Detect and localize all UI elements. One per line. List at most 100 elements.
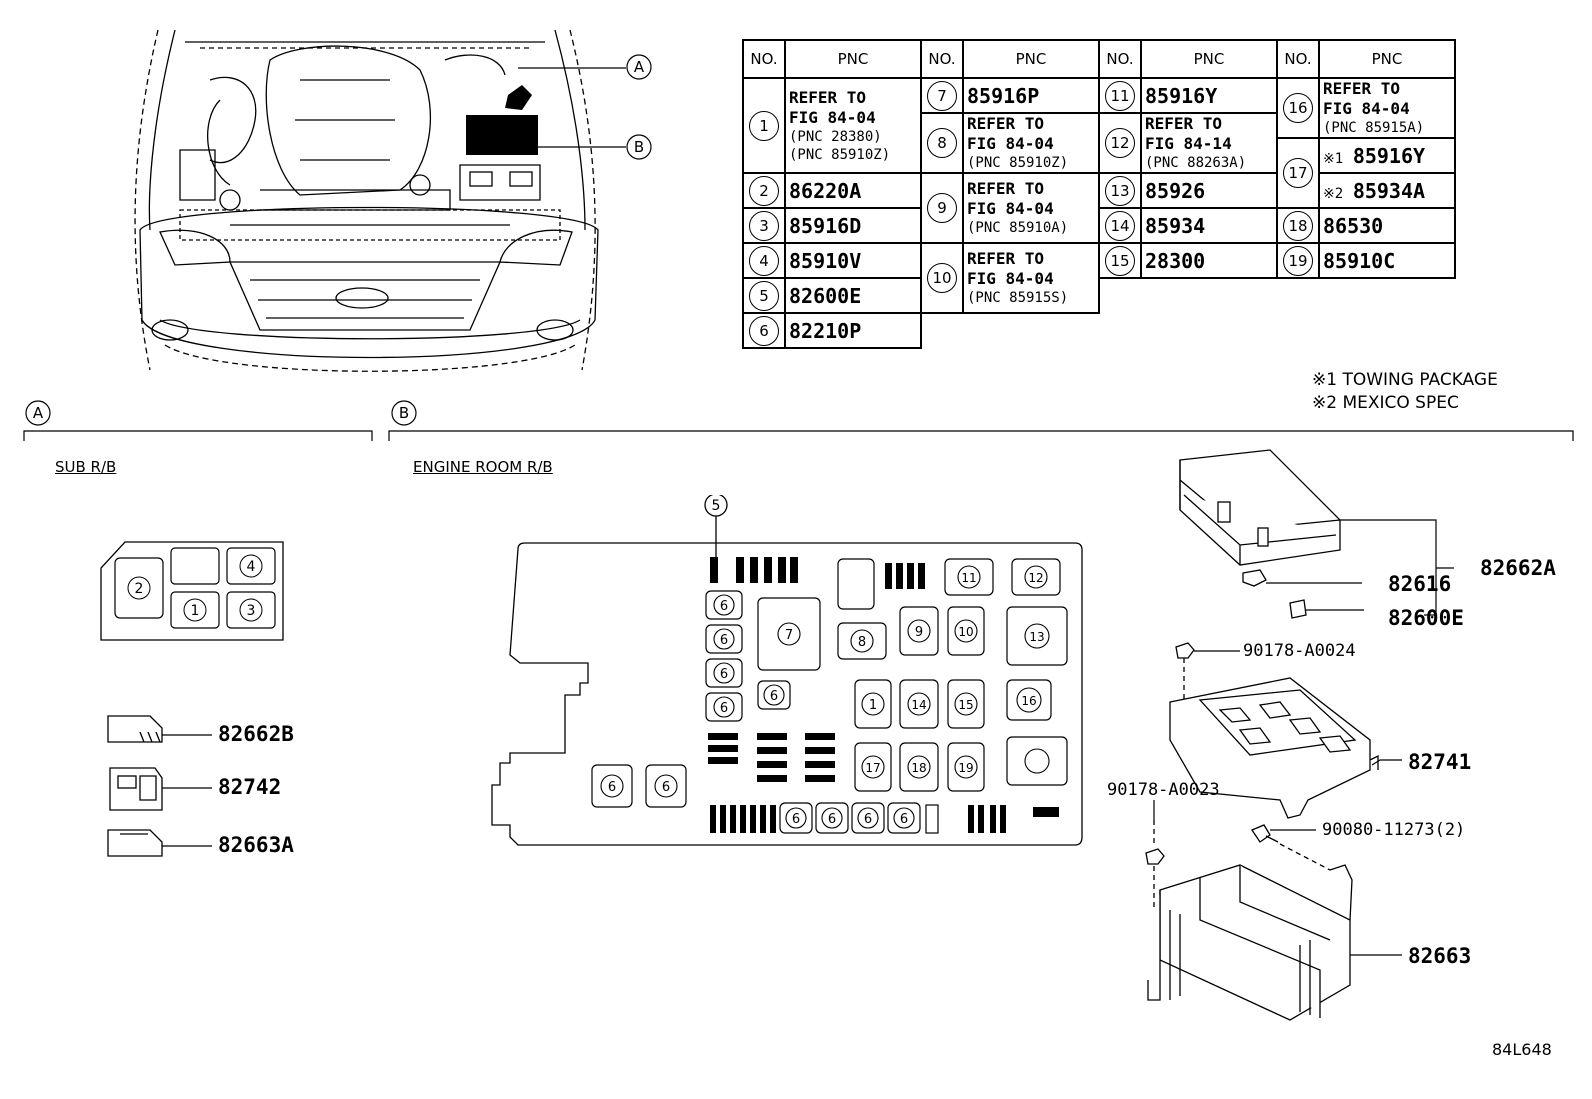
pnc-cell: REFER TO FIG 84-14 (PNC 88263A) xyxy=(1140,112,1278,174)
callout-b-circle xyxy=(626,134,652,160)
engine-fuse: 12 xyxy=(1028,571,1043,585)
pnc-cell: 86220A xyxy=(784,172,922,209)
engine-fuse: 7 xyxy=(785,628,793,643)
table-row: 1 xyxy=(742,77,786,174)
engine-fuse: 6 xyxy=(828,812,836,827)
table-row: 16 xyxy=(1276,77,1320,139)
callout-b-label: B xyxy=(634,138,644,156)
sub-rb-fuse: 4 xyxy=(247,559,256,575)
section-b-label: B xyxy=(399,404,409,422)
pnc-cell: 82210P xyxy=(784,312,922,349)
engine-fuse: 1 xyxy=(869,698,877,713)
table-row: 17 xyxy=(1276,137,1320,209)
pnc-cell: REFER TO FIG 84-04 (PNC 28380) (PNC 8591… xyxy=(784,77,922,174)
engine-fuse: 14 xyxy=(911,698,926,712)
table-row: 5 xyxy=(742,277,786,314)
figure-id: 84L648 xyxy=(1492,1040,1552,1059)
part-82742: 82742 xyxy=(218,775,282,799)
pnc-cell: REFER TO FIG 84-04 (PNC 85915A) xyxy=(1318,77,1456,139)
section-brackets: A B xyxy=(23,400,1574,441)
engine-fuse: 6 xyxy=(864,812,872,827)
engine-fuse: 11 xyxy=(961,571,976,585)
table-row: 9 xyxy=(920,172,964,244)
part-82616: 82616 xyxy=(1388,572,1452,596)
engine-fuse: 15 xyxy=(958,698,973,712)
part-90080-11273: 90080-11273(2) xyxy=(1322,820,1466,840)
engine-fuse: 19 xyxy=(958,761,973,775)
pnc-cell: 85910V xyxy=(784,242,922,279)
part-82662A: 82662A xyxy=(1480,556,1556,580)
engine-rb-diagram: 5 xyxy=(491,495,1083,846)
header-no: NO. xyxy=(742,39,786,79)
header-pnc: PNC xyxy=(1318,39,1456,79)
pnc-cell: 85916P xyxy=(962,77,1100,114)
pnc-cell: REFER TO FIG 84-04 (PNC 85910A) xyxy=(962,172,1100,244)
table-row: 10 xyxy=(920,242,964,314)
part-82663A: 82663A xyxy=(218,833,294,857)
exploded-parts-illustration xyxy=(1145,449,1454,1021)
engine-bay-illustration: A B xyxy=(134,29,652,372)
engine-fuse: 17 xyxy=(865,761,880,775)
table-row: 12 xyxy=(1098,112,1142,174)
table-row: 19 xyxy=(1276,242,1320,279)
table-row: 13 xyxy=(1098,172,1142,209)
table-row: 7 xyxy=(920,77,964,114)
engine-fuse: 13 xyxy=(1029,630,1044,644)
engine-fuse: 18 xyxy=(911,761,926,775)
engine-fuse: 16 xyxy=(1021,694,1036,708)
header-pnc: PNC xyxy=(962,39,1100,79)
sub-rb-fuse: 1 xyxy=(191,603,200,619)
header-no: NO. xyxy=(1276,39,1320,79)
engine-fuse: 6 xyxy=(720,701,728,716)
pnc-cell: 82600E xyxy=(784,277,922,314)
note-mexico: ※2 MEXICO SPEC xyxy=(1312,393,1459,413)
callout-a-circle xyxy=(626,54,652,80)
sub-rb-fuse: 2 xyxy=(135,581,144,597)
part-82663: 82663 xyxy=(1408,944,1472,968)
engine-fuse: 6 xyxy=(662,780,670,795)
note-towing: ※1 TOWING PACKAGE xyxy=(1312,370,1498,390)
callout-a-label: A xyxy=(634,58,645,76)
table-row: 8 xyxy=(920,112,964,174)
pnc-cell: 28300 xyxy=(1140,242,1278,279)
table-row: 3 xyxy=(742,207,786,244)
engine-fuse: 8 xyxy=(858,635,866,650)
engine-fuse: 9 xyxy=(915,625,923,640)
pnc-cell: ※2 85934A xyxy=(1318,172,1456,209)
engine-fuse: 6 xyxy=(792,812,800,827)
header-no: NO. xyxy=(920,39,964,79)
section-b-marker xyxy=(391,400,417,426)
header-no: NO. xyxy=(1098,39,1142,79)
pnc-cell: 86530 xyxy=(1318,207,1456,244)
engine-fuse: 6 xyxy=(900,812,908,827)
part-82600E: 82600E xyxy=(1388,606,1464,630)
header-pnc: PNC xyxy=(784,39,922,79)
table-row: 11 xyxy=(1098,77,1142,114)
engine-fuse: 5 xyxy=(712,498,721,514)
engine-fuse: 6 xyxy=(770,689,778,704)
sub-rb-title: SUB R/B xyxy=(55,458,117,476)
engine-fuse: 6 xyxy=(720,667,728,682)
pnc-cell: 85916Y xyxy=(1140,77,1278,114)
sub-rb-fuse: 3 xyxy=(247,603,256,619)
table-row: 6 xyxy=(742,312,786,349)
part-82741: 82741 xyxy=(1408,750,1472,774)
sub-rb-diagram: 2 4 1 3 xyxy=(100,541,284,641)
engine-fuse: 6 xyxy=(720,599,728,614)
section-a-label: A xyxy=(33,404,44,422)
pnc-cell: ※1 85916Y xyxy=(1318,137,1456,174)
pnc-cell: 85934 xyxy=(1140,207,1278,244)
engine-fuse: 10 xyxy=(958,625,973,639)
header-pnc: PNC xyxy=(1140,39,1278,79)
pnc-cell: 85926 xyxy=(1140,172,1278,209)
sub-rb-parts xyxy=(107,715,212,857)
table-row: 2 xyxy=(742,172,786,209)
table-row: 18 xyxy=(1276,207,1320,244)
table-row: 4 xyxy=(742,242,786,279)
part-90178-A0024: 90178-A0024 xyxy=(1243,641,1356,661)
engine-rb-title: ENGINE ROOM R/B xyxy=(413,458,553,476)
pnc-cell: 85910C xyxy=(1318,242,1456,279)
table-row: 15 xyxy=(1098,242,1142,279)
pnc-cell: REFER TO FIG 84-04 (PNC 85910Z) xyxy=(962,112,1100,174)
part-90178-A0023: 90178-A0023 xyxy=(1107,780,1220,800)
